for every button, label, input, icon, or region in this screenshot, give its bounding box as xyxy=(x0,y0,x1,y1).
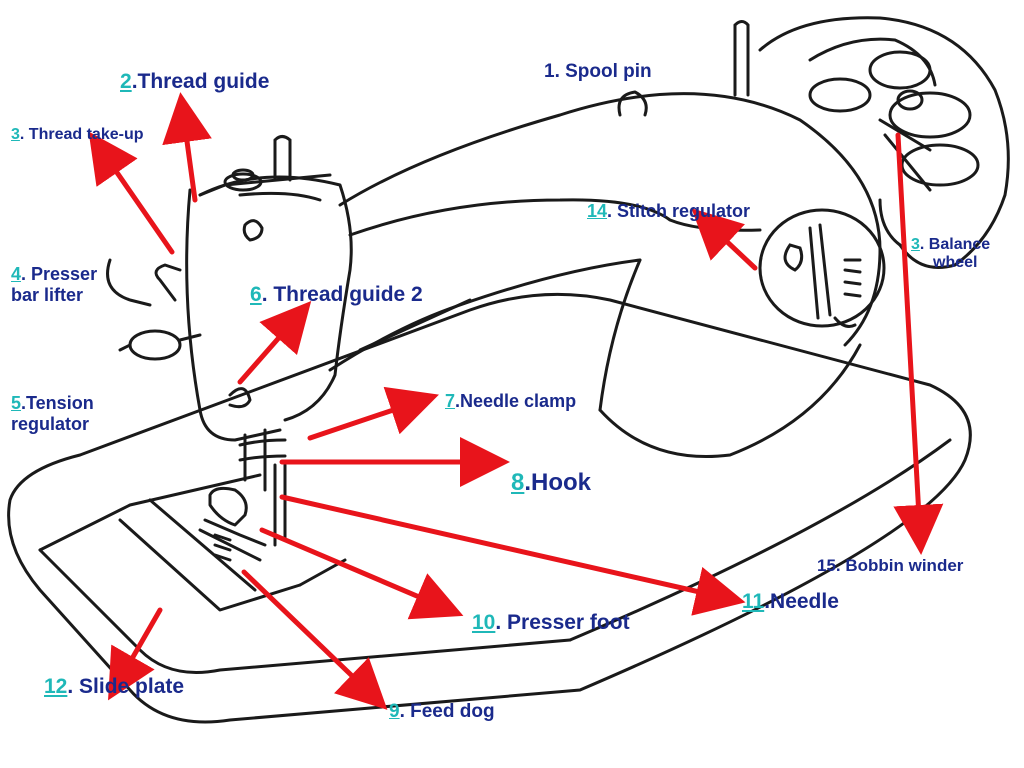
label-balance-wheel-number: 3 xyxy=(911,236,920,253)
label-balance-wheel-line1: . Balance xyxy=(919,236,991,253)
arrow-bobbin-winder xyxy=(893,132,944,555)
label-bobbin-winder-text: 15. Bobbin winder xyxy=(817,556,964,575)
label-feed-dog-text: . Feed dog xyxy=(399,701,495,722)
label-balance-wheel: 3. Balance wheel xyxy=(911,236,990,273)
label-needle: 11.Needle xyxy=(742,590,839,614)
label-tension-regulator-line2: regulator xyxy=(11,413,90,434)
label-thread-guide-2-number: 6 xyxy=(250,283,262,306)
spool-pins xyxy=(223,20,750,192)
label-hook: 8.Hook xyxy=(511,469,591,497)
label-presser-bar-lifter-line2: bar lifter xyxy=(11,284,84,305)
label-thread-guide-2: 6. Thread guide 2 xyxy=(250,283,423,307)
label-tension-regulator-number: 5 xyxy=(11,393,22,413)
balance-wheel-drawing xyxy=(758,16,1010,269)
arrow-feed-dog xyxy=(241,569,388,710)
label-hook-text: .Hook xyxy=(524,469,592,496)
label-presser-bar-lifter-number: 4 xyxy=(11,264,22,284)
label-feed-dog-number: 9 xyxy=(389,701,400,722)
label-stitch-regulator-number: 14 xyxy=(587,201,608,221)
label-slide-plate: 12. Slide plate xyxy=(44,675,184,699)
label-thread-takeup-number: 3 xyxy=(11,126,20,143)
label-presser-bar-lifter-line1: . Presser xyxy=(21,264,98,284)
arrow-thread-takeup xyxy=(88,131,175,255)
arrow-needle xyxy=(279,494,746,616)
label-stitch-regulator: 14. Stitch regulator xyxy=(587,201,750,222)
label-spool-pin-text: 1. Spool pin xyxy=(544,61,652,82)
label-tension-regulator: 5.Tension regulator xyxy=(11,393,94,434)
label-presser-foot-number: 10 xyxy=(472,611,496,634)
label-needle-clamp-number: 7 xyxy=(445,391,456,411)
label-needle-text: .Needle xyxy=(764,590,839,613)
label-tension-regulator-line1: .Tension xyxy=(21,393,94,413)
label-thread-guide: 2.Thread guide xyxy=(120,70,269,94)
label-needle-number: 11 xyxy=(742,590,765,613)
arrow-stitch-regulator xyxy=(691,208,758,271)
machine-body xyxy=(185,90,882,459)
label-feed-dog: 9. Feed dog xyxy=(389,701,495,723)
label-presser-bar-lifter: 4. Presser bar lifter xyxy=(11,264,97,305)
label-thread-guide-text: .Thread guide xyxy=(131,70,270,93)
label-balance-wheel-line2: wheel xyxy=(933,254,978,272)
arrow-thread-guide xyxy=(162,92,212,203)
label-slide-plate-number: 12 xyxy=(44,675,68,698)
label-hook-number: 8 xyxy=(511,469,525,496)
label-slide-plate-text: . Slide plate xyxy=(67,675,185,698)
stitch-regulator-drawing xyxy=(758,208,886,328)
label-arrows xyxy=(88,92,944,710)
needle-area-drawing xyxy=(106,258,287,562)
label-needle-clamp: 7.Needle clamp xyxy=(445,391,576,412)
label-thread-takeup-text: . Thread take-up xyxy=(19,126,144,143)
arrow-needle-clamp xyxy=(307,386,439,441)
label-spool-pin: 1. Spool pin xyxy=(544,61,652,83)
label-thread-takeup: 3. Thread take-up xyxy=(11,126,143,144)
label-bobbin-winder: 15. Bobbin winder xyxy=(817,556,963,576)
arrow-presser-foot xyxy=(259,527,464,620)
label-needle-clamp-text: .Needle clamp xyxy=(455,391,577,411)
label-presser-foot-text: . Presser foot xyxy=(495,611,630,634)
label-thread-guide-2-text: . Thread guide 2 xyxy=(261,283,423,306)
label-thread-guide-number: 2 xyxy=(120,70,132,93)
arrow-thread-guide-2 xyxy=(237,300,312,385)
label-presser-foot: 10. Presser foot xyxy=(472,611,630,635)
arrow-slide-plate xyxy=(108,607,163,701)
label-stitch-regulator-text: . Stitch regulator xyxy=(607,201,751,221)
